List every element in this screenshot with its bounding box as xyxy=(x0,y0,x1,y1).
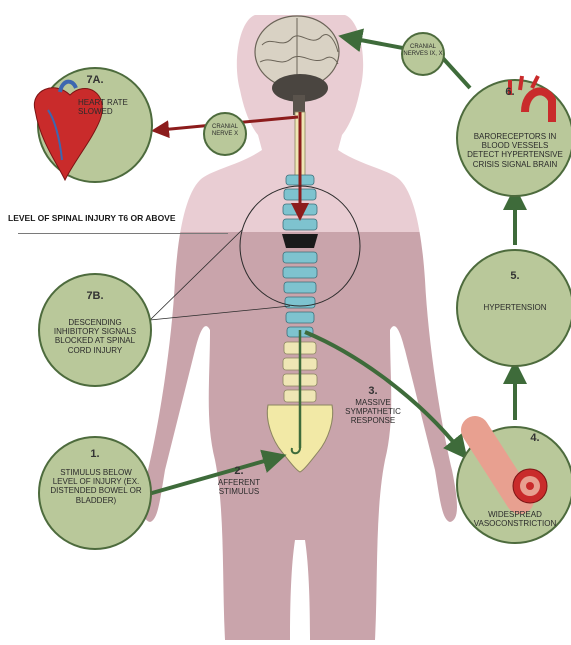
cranial-nerve-x-label: CRANIAL NERVE X xyxy=(204,124,246,137)
hypertension-node-number: 5. xyxy=(485,270,545,283)
sympathetic-step-number: 3. xyxy=(358,385,388,398)
vasoconstriction-node-text: WIDESPREAD VASOCONSTRICTION xyxy=(460,510,570,528)
level-label-underline xyxy=(18,233,228,234)
descending-node-text: DESCENDING INHIBITORY SIGNALS BLOCKED AT… xyxy=(48,318,142,355)
afferent-step-number: 2. xyxy=(224,465,254,478)
sympathetic-step-text: MASSIVE SYMPATHETIC RESPONSE xyxy=(340,398,406,426)
level-label: LEVEL OF SPINAL INJURY T6 OR ABOVE xyxy=(8,214,248,224)
vasoconstriction-node-number: 4. xyxy=(520,432,550,445)
baroreceptors-node-number: 6. xyxy=(495,86,525,99)
descending-node-number: 7B. xyxy=(65,290,125,303)
hypertension-node-text: HYPERTENSION xyxy=(465,303,565,312)
baroreceptors-node-text: BARORECEPTORS IN BLOOD VESSELS DETECT HY… xyxy=(467,132,563,169)
heart-node-number: 7A. xyxy=(60,74,130,87)
afferent-step-text: AFFERENT STIMULUS xyxy=(214,478,264,496)
stimulus-node-number: 1. xyxy=(65,448,125,461)
heart-node-text: HEART RATE SLOWED xyxy=(78,98,138,116)
cranial-nerves-ix-x-label: CRANIAL NERVES IX, X xyxy=(402,44,444,57)
stimulus-node-text: STIMULUS BELOW LEVEL OF INJURY (EX. DIST… xyxy=(50,468,142,505)
